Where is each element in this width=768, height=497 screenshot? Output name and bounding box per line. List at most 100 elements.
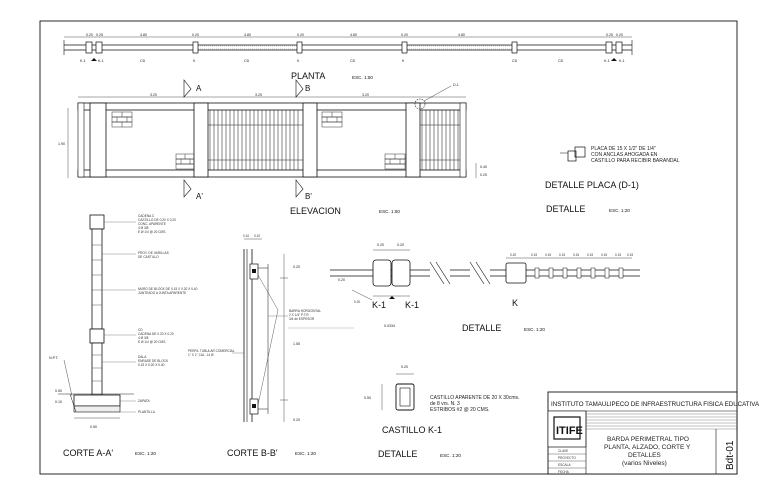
- castillo-sub: DETALLE: [378, 449, 417, 459]
- corte-aa-note-14: DALA: [138, 355, 147, 359]
- castillo-note-1: CASTILLO APARENTE DE 20 X 30cms.: [430, 395, 519, 401]
- castillo-dim-top: 0.20: [401, 365, 408, 369]
- detalle-placa-view: PLACA DE 15 X 1/2" DE 1/4" CON ANCLAS AH…: [545, 146, 680, 214]
- corte-bb-scale: ESC. 1:20: [295, 451, 316, 456]
- castillo-dim-left: 0.50: [364, 396, 371, 400]
- detalle-placa-scale: ESC. 1:20: [609, 208, 630, 213]
- corte-aa-view: 0.50 N.P.T. 0.50 0.10 CADENA C CASTILLO …: [49, 214, 198, 458]
- planta-dim-11: 0.20: [616, 33, 623, 37]
- corte-bb-top-2: 0.10: [254, 234, 260, 238]
- tb-row-3: ESCALA: [558, 463, 571, 467]
- elevacion-title: ELEVACION: [290, 206, 341, 216]
- corte-aa-left-1: N.P.T.: [49, 356, 59, 360]
- placa-note-1: PLACA DE 15 X 1/2" DE 1/4": [591, 146, 656, 152]
- castillo-view: 0.20 0.50 CASTILLO APARENTE DE 20 X 30cm…: [364, 365, 519, 459]
- planta-dim-8: 0.20: [401, 33, 408, 37]
- corte-bb-dim-bot: 0.20: [293, 418, 300, 422]
- detalle-k1-label-b: K-1: [405, 300, 419, 310]
- tb-row-1: CLAVE: [558, 449, 568, 453]
- elev-dim-r1: 0.40: [480, 165, 487, 169]
- detalle-k1-dim-2: 0.20: [397, 243, 404, 247]
- title-block: INSTITUTO TAMAULIPECO DE INFRAESTRUCTURA…: [547, 391, 760, 475]
- planta-label-k1b: K-1: [98, 59, 104, 63]
- cut-a-marker-icon: [183, 79, 192, 98]
- planta-title: PLANTA: [291, 71, 325, 81]
- corte-aa-note-12: 4 Ø 3/8: [138, 336, 149, 340]
- corte-aa-note-18: PLANTILLA: [138, 410, 156, 414]
- tb-title-1: BARDA PERIMETRAL TIPO: [607, 436, 689, 443]
- corte-aa-note-6: PROY. DE VARILLAS: [138, 251, 169, 255]
- elev-dim-3: 3.20: [362, 93, 369, 97]
- detalle-k-arrow-icon: [389, 296, 395, 299]
- corte-aa-note-1: CADENA C: [138, 214, 155, 218]
- cut-b2-marker-icon: [295, 179, 304, 198]
- corte-aa-note-11: CADENA DE 0.20 X 0.20: [138, 332, 174, 336]
- planta-label-k5: CD: [512, 59, 518, 63]
- planta-dim-4: 0.20: [192, 33, 199, 37]
- detalle-k-dim-8: 0.15: [615, 253, 621, 257]
- corte-aa-note-9: JUNTEADO A JUNTA APARENTE: [138, 291, 186, 295]
- corte-aa-note-5: E Ø 1/4 @ 20 CMS.: [138, 230, 166, 234]
- planta-label-cd2: CD: [244, 59, 250, 63]
- planta-dim-6: 0.20: [297, 33, 304, 37]
- detalle-k-dim-1: 0.20: [510, 253, 516, 257]
- planta-dim-3: 4.80: [140, 33, 147, 37]
- tb-title-4: (varios Niveles): [622, 460, 667, 467]
- cut-a2-label: A': [196, 192, 203, 201]
- corte-bb-note-r1: BARRA HORIZONTAL: [289, 309, 321, 313]
- cut-b-marker-icon: [295, 79, 304, 98]
- placa-note-2: CON ANCLAS AHOGADA EN: [591, 152, 658, 158]
- corte-aa-left-2: 0.50: [55, 389, 62, 393]
- detalle-k1-dim-1: 0.20: [377, 243, 384, 247]
- planta-dim-1: 0.20: [86, 33, 93, 37]
- planta-dim-2: 0.25: [96, 33, 103, 37]
- detalle-placa-sub: DETALLE: [546, 204, 585, 214]
- detalle-k-view: 0.20 0.20 0.20 0.20 K-1 K-1 0.0334 0.20 …: [330, 243, 640, 333]
- detalle-k-under: 0.0334: [384, 324, 395, 328]
- planta-label-k1d: K-1: [619, 59, 625, 63]
- corte-bb-title: CORTE B-B': [227, 448, 278, 458]
- detalle-k-side-dim: 0.20: [338, 278, 345, 282]
- castillo-note-2: de 8 vrs. N. 3: [430, 401, 460, 407]
- planta-view: 0.20 0.25 4.80 0.20 4.80 0.20 4.80 0.20 …: [63, 33, 633, 81]
- elevacion-scale: ESC. 1:50: [379, 209, 400, 214]
- corte-aa-title: CORTE A-A': [63, 448, 113, 458]
- planta-label-cd4: CD: [558, 59, 564, 63]
- planta-label-k1a: K-1: [80, 59, 86, 63]
- corte-aa-note-16: 0.15 X 0.20 X 0.40: [138, 363, 165, 367]
- elevacion-view: 3.20 3.20 3.20 1.90: [58, 79, 487, 216]
- detalle-k-title: DETALLE: [462, 323, 501, 333]
- corte-bb-top-1: 0.10: [243, 234, 249, 238]
- corte-aa-left-3: 0.10: [55, 400, 62, 404]
- elev-placa-tag: D-1: [453, 83, 459, 87]
- castillo-title: CASTILLO K-1: [382, 425, 442, 435]
- detalle-k-small-note: 0.20: [354, 300, 360, 304]
- corte-bb-note-r2: 2 X 1/4" P.T.R.: [289, 313, 309, 317]
- planta-label-cd3: CD: [350, 59, 356, 63]
- tb-sheet-code: Bdt-01: [725, 440, 736, 470]
- elev-dim-r2: 0.20: [480, 173, 487, 177]
- detalle-k-dim-2: 0.15: [531, 253, 537, 257]
- corte-aa-bottom-dim: 0.50: [90, 425, 97, 429]
- corte-aa-scale: ESC. 1:20: [135, 451, 156, 456]
- planta-scale: ESC. 1:50: [352, 75, 373, 80]
- corte-bb-dim-top: 0.20: [293, 265, 300, 269]
- elev-dim-1: 3.20: [150, 93, 157, 97]
- corte-aa-note-7: DE CASTILLO: [138, 255, 159, 259]
- detalle-k-label: K: [512, 298, 518, 308]
- tb-row-4: FECHA: [558, 470, 570, 474]
- tb-title-2: PLANTA, ALZADO, CORTE Y: [604, 444, 691, 451]
- tb-row-2: PROYECTO: [558, 456, 576, 460]
- tb-title-3: DETALLES: [628, 452, 661, 459]
- titleblock-institute: INSTITUTO TAMAULIPECO DE INFRAESTRUCTURA…: [551, 401, 760, 408]
- cut-a-label: A: [196, 84, 202, 93]
- planta-dim-7: 4.80: [350, 33, 357, 37]
- corte-aa-note-13: E Ø 1/4 @ 20 CMS.: [138, 340, 166, 344]
- detalle-k-dim-6: 0.15: [587, 253, 593, 257]
- placa-note-3: CASTILLO PARA RECIBIR BARANDAL: [591, 158, 680, 164]
- planta-label-k3: K: [297, 59, 300, 63]
- castillo-note-3: ESTRIBOS #2 @ 20 CMS.: [430, 407, 490, 413]
- castillo-scale: ESC. 1:20: [440, 453, 461, 458]
- detalle-k-dim-7: 0.15: [601, 253, 607, 257]
- sheet-border: [39, 20, 738, 475]
